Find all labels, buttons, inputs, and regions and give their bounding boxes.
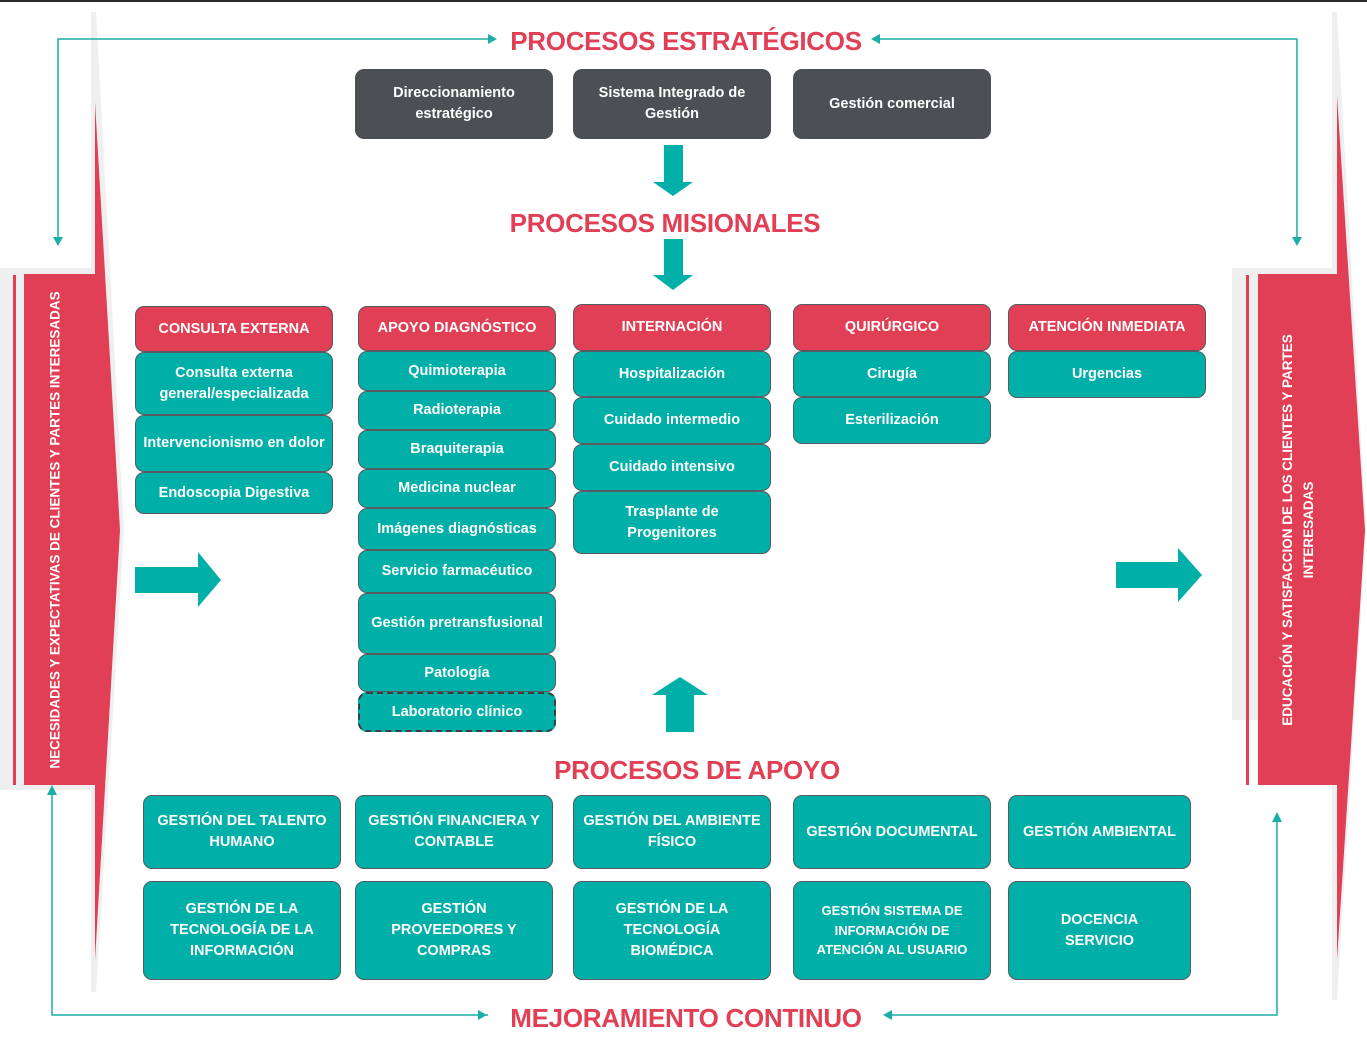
arrowhead-left-icon [871, 34, 880, 44]
support-process[interactable]: GESTIÓN PROVEEDORES Y COMPRAS [355, 881, 553, 980]
missional-item[interactable]: Intervencionismo en dolor [135, 415, 333, 472]
support-process[interactable]: GESTIÓN SISTEMA DE INFORMACIÓN DE ATENCI… [793, 881, 991, 980]
missional-item[interactable]: Patología [358, 654, 556, 692]
connector-arrowheads [47, 34, 1302, 1020]
support-process[interactable]: GESTIÓN DEL TALENTO HUMANO [143, 795, 341, 869]
missional-item[interactable]: Servicio farmacéutico [358, 550, 556, 593]
arrowhead-right-icon [488, 34, 497, 44]
right-banner-line1: EDUCACIÓN Y SATISFACCION DE LOS CLIENTES… [1280, 334, 1295, 726]
missional-header-internacion[interactable]: INTERNACIÓN [573, 304, 771, 351]
top-connector [51, 38, 1298, 1016]
missional-item[interactable]: Consulta externa general/especializada [135, 352, 333, 415]
missional-item[interactable]: Cuidado intermedio [573, 397, 771, 444]
support-process[interactable]: GESTIÓN DE LA TECNOLOGÍA BIOMÉDICA [573, 881, 771, 980]
support-process[interactable]: GESTIÓN DE LA TECNOLOGÍA DE LA INFORMACI… [143, 881, 341, 980]
missional-item[interactable]: Imágenes diagnósticas [358, 508, 556, 550]
support-title: PROCESOS DE APOYO [554, 755, 840, 785]
process-label: Sistema Integrado de [598, 85, 746, 101]
right-banner-stripe [1246, 275, 1249, 785]
left-banner-stripe [13, 275, 16, 785]
left-banner-arrow [24, 102, 120, 960]
missional-header-atencion-inmediata[interactable]: ATENCIÓN INMEDIATA [1008, 304, 1206, 351]
process-label: estratégico [415, 106, 493, 122]
arrowhead-up-icon [47, 785, 57, 795]
support-process[interactable]: GESTIÓN DOCUMENTAL [793, 795, 991, 869]
missional-item[interactable]: Endoscopia Digestiva [135, 472, 333, 514]
right-arrow-icon [1116, 548, 1202, 602]
missional-item[interactable]: Hospitalización [573, 351, 771, 397]
missional-item[interactable]: Braquiterapia [358, 430, 556, 469]
missional-header-consulta-externa[interactable]: CONSULTA EXTERNA [135, 306, 333, 352]
support-process[interactable]: DOCENCIA SERVICIO [1008, 881, 1191, 980]
down-arrow-icon [653, 145, 693, 196]
right-banner-arrow [1258, 95, 1365, 960]
strategic-title: PROCESOS ESTRATÉGICOS [510, 26, 862, 56]
missional-item[interactable]: Cirugía [793, 351, 991, 397]
missional-item[interactable]: Cuidado intensivo [573, 444, 771, 491]
right-banner-label: EDUCACIÓN Y SATISFACCION DE LOS CLIENTES… [1277, 334, 1319, 726]
arrowhead-up-icon [1272, 812, 1282, 822]
improvement-title: MEJORAMIENTO CONTINUO [510, 1003, 862, 1033]
strategic-process-sistema-integrado[interactable]: Sistema Integrado de Gestión [573, 69, 771, 139]
missional-header-quirurgico[interactable]: QUIRÚRGICO [793, 304, 991, 351]
left-banner-label: NECESIDADES Y EXPECTATIVAS DE CLIENTES Y… [47, 291, 63, 769]
up-arrow-icon [652, 677, 708, 732]
top-border [0, 0, 1367, 2]
strategic-process-gestion-comercial[interactable]: Gestión comercial [793, 69, 991, 139]
arrowhead-down-icon [53, 237, 63, 246]
missional-item[interactable]: Medicina nuclear [358, 469, 556, 508]
support-process[interactable]: GESTIÓN DEL AMBIENTE FÍSICO [573, 795, 771, 869]
process-label: Gestión comercial [829, 95, 955, 112]
arrowhead-down-icon [1292, 237, 1302, 246]
missional-item[interactable]: Trasplante de Progenitores [573, 491, 771, 554]
support-process[interactable]: GESTIÓN FINANCIERA Y CONTABLE [355, 795, 553, 869]
arrowhead-right-icon [478, 1010, 487, 1020]
process-label: Direccionamiento [393, 85, 515, 101]
missional-item-dashed[interactable]: Laboratorio clínico [358, 692, 556, 732]
missional-item[interactable]: Gestión pretransfusional [358, 593, 556, 654]
right-banner-line2: INTERESADAS [1301, 481, 1316, 579]
missional-item[interactable]: Urgencias [1008, 351, 1206, 398]
missional-item[interactable]: Quimioterapia [358, 351, 556, 391]
support-process[interactable]: GESTIÓN AMBIENTAL [1008, 795, 1191, 869]
down-arrow-icon [653, 239, 693, 290]
missional-header-apoyo-diagnostico[interactable]: APOYO DIAGNÓSTICO [358, 306, 556, 351]
missional-item[interactable]: Esterilización [793, 397, 991, 444]
right-arrow-icon [135, 552, 221, 607]
strategic-process-direccionamiento[interactable]: Direccionamiento estratégico [355, 69, 553, 139]
arrowhead-left-icon [883, 1010, 892, 1020]
process-label: Gestión [645, 106, 699, 122]
missional-item[interactable]: Radioterapia [358, 391, 556, 430]
missional-title: PROCESOS MISIONALES [509, 208, 821, 238]
